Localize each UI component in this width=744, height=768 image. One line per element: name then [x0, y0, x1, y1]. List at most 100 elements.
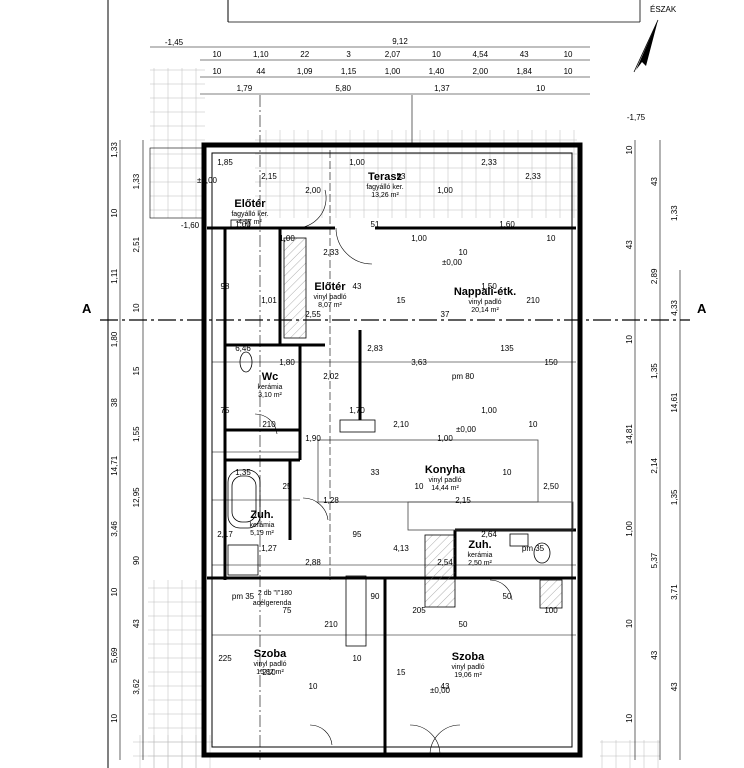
dimension-right: 1,35 [650, 363, 659, 379]
dimension-interior: 43 [441, 682, 450, 691]
level-marker: ±0,00 [442, 258, 463, 267]
dimension-top: 1,79 [237, 84, 253, 93]
dimension-top: 1,37 [434, 84, 450, 93]
room-floor: vinyl padló [313, 294, 346, 301]
room-area: 5,19 m² [250, 530, 274, 537]
room-area: 15,82 m² [256, 669, 284, 676]
dimension-top: 9,12 [392, 37, 408, 46]
dimension-interior: 10 [529, 420, 538, 429]
dimension-interior: 51 [371, 220, 380, 229]
doors [254, 189, 513, 756]
dimension-interior: 150 [544, 358, 558, 367]
level-marker: -1,75 [627, 113, 646, 122]
dimension-interior: 15 [397, 296, 406, 305]
dimension-interior: 1,27 [261, 544, 277, 553]
dimension-interior: 15 [397, 668, 406, 677]
site-boundary [107, 0, 641, 768]
room-name: Szoba [254, 648, 287, 660]
room-area: 2,50 m² [468, 560, 492, 567]
dimension-interior: 210 [526, 296, 540, 305]
room-floor: vinyl padló [253, 661, 286, 668]
level-marker: ±0,00 [430, 686, 451, 695]
dimension-interior: 210 [324, 620, 338, 629]
dimension-left: 3,46 [110, 521, 119, 537]
dimension-interior: 33 [371, 468, 380, 477]
north-arrow: ÉSZAK [633, 5, 677, 73]
dimension-interior: 25 [283, 482, 292, 491]
dimension-interior: 2,33 [323, 248, 339, 257]
room-area: 13,26 m² [371, 192, 399, 199]
dimension-interior: 10 [309, 682, 318, 691]
dimension-interior: 4,13 [393, 544, 409, 553]
dimension-interior: 50 [459, 620, 468, 629]
room-floor: vinyl padló [468, 299, 501, 306]
dimension-interior: 210 [262, 668, 276, 677]
dimension-interior: pm 80 [452, 372, 475, 381]
dimension-top: 2,00 [472, 67, 488, 76]
dimension-top: 44 [256, 67, 265, 76]
dimension-interior: 2,50 [543, 482, 559, 491]
dimension-interior: 2,00 [305, 186, 321, 195]
dimension-interior: 10 [415, 482, 424, 491]
dimension-interior: 43 [353, 282, 362, 291]
room-name: Előtér [314, 281, 346, 293]
room-floor: kerámia [250, 522, 275, 529]
dimension-interior: 2,64 [481, 530, 497, 539]
dimension-right: 14,61 [670, 392, 679, 413]
dimension-interior: 1,00 [481, 406, 497, 415]
dimension-interior: 210 [262, 420, 276, 429]
dimension-top: 1,09 [297, 67, 313, 76]
dimension-interior: 1,50 [481, 282, 497, 291]
dimension-interior: 37 [441, 310, 450, 319]
dimension-top: 10 [564, 67, 573, 76]
dimension-interior: 2,33 [481, 158, 497, 167]
dimension-interior: 50 [503, 592, 512, 601]
room-floor: kerámia [258, 384, 283, 391]
level-marker: ±0,00 [456, 425, 477, 434]
dimension-interior: 1,01 [261, 296, 277, 305]
dimension-interior: 10 [503, 468, 512, 477]
dimension-left: 1,80 [110, 331, 119, 347]
dimension-interior: 1,35 [235, 468, 251, 477]
dimension-interior: 90 [371, 592, 380, 601]
dimension-top: 1,15 [341, 67, 357, 76]
room-name: Terasz [368, 171, 403, 183]
dimension-right: 43 [650, 650, 659, 659]
dimension-right: 43 [625, 240, 634, 249]
dimension-right: 10 [625, 145, 634, 154]
dimension-interior: 1,90 [305, 434, 321, 443]
dimension-interior: 2,55 [305, 310, 321, 319]
dimension-lines [119, 46, 681, 760]
dimension-left: 90 [132, 556, 141, 565]
level-marker: -1,60 [181, 221, 200, 230]
room-name: Előtér [234, 198, 266, 210]
dimension-left: 5,69 [110, 647, 119, 663]
room-floor: fagyálló ker. [366, 184, 403, 191]
dimension-right: 5,37 [650, 552, 659, 568]
dimension-top: 10 [432, 50, 441, 59]
dimension-interior: 1,00 [349, 158, 365, 167]
dimension-left: 10 [110, 587, 119, 596]
dimension-interior: 6,46 [235, 344, 251, 353]
room-area: 20,14 m² [471, 307, 499, 314]
dimension-interior: 2,17 [217, 530, 233, 539]
external-walls [201, 142, 583, 758]
dimension-interior: 1,70 [349, 406, 365, 415]
dimension-left: 2,51 [132, 236, 141, 252]
dimension-right: 3,71 [670, 584, 679, 600]
dimension-right: 1,35 [670, 489, 679, 505]
dimension-interior: 53 [397, 172, 406, 181]
dimension-top: 3 [346, 50, 351, 59]
room-area: 14,44 m² [431, 485, 459, 492]
dimension-right: 1,33 [670, 205, 679, 221]
dimension-interior: 2,83 [367, 344, 383, 353]
dimension-top: 10 [536, 84, 545, 93]
dimension-interior: 135 [500, 344, 514, 353]
section-line: A A [82, 301, 707, 321]
room-name: Zuh. [468, 539, 491, 551]
north-label: ÉSZAK [650, 5, 677, 14]
dimension-top: 10 [212, 50, 221, 59]
dimension-interior: 2,33 [525, 172, 541, 181]
dimension-interior: 100 [544, 606, 558, 615]
